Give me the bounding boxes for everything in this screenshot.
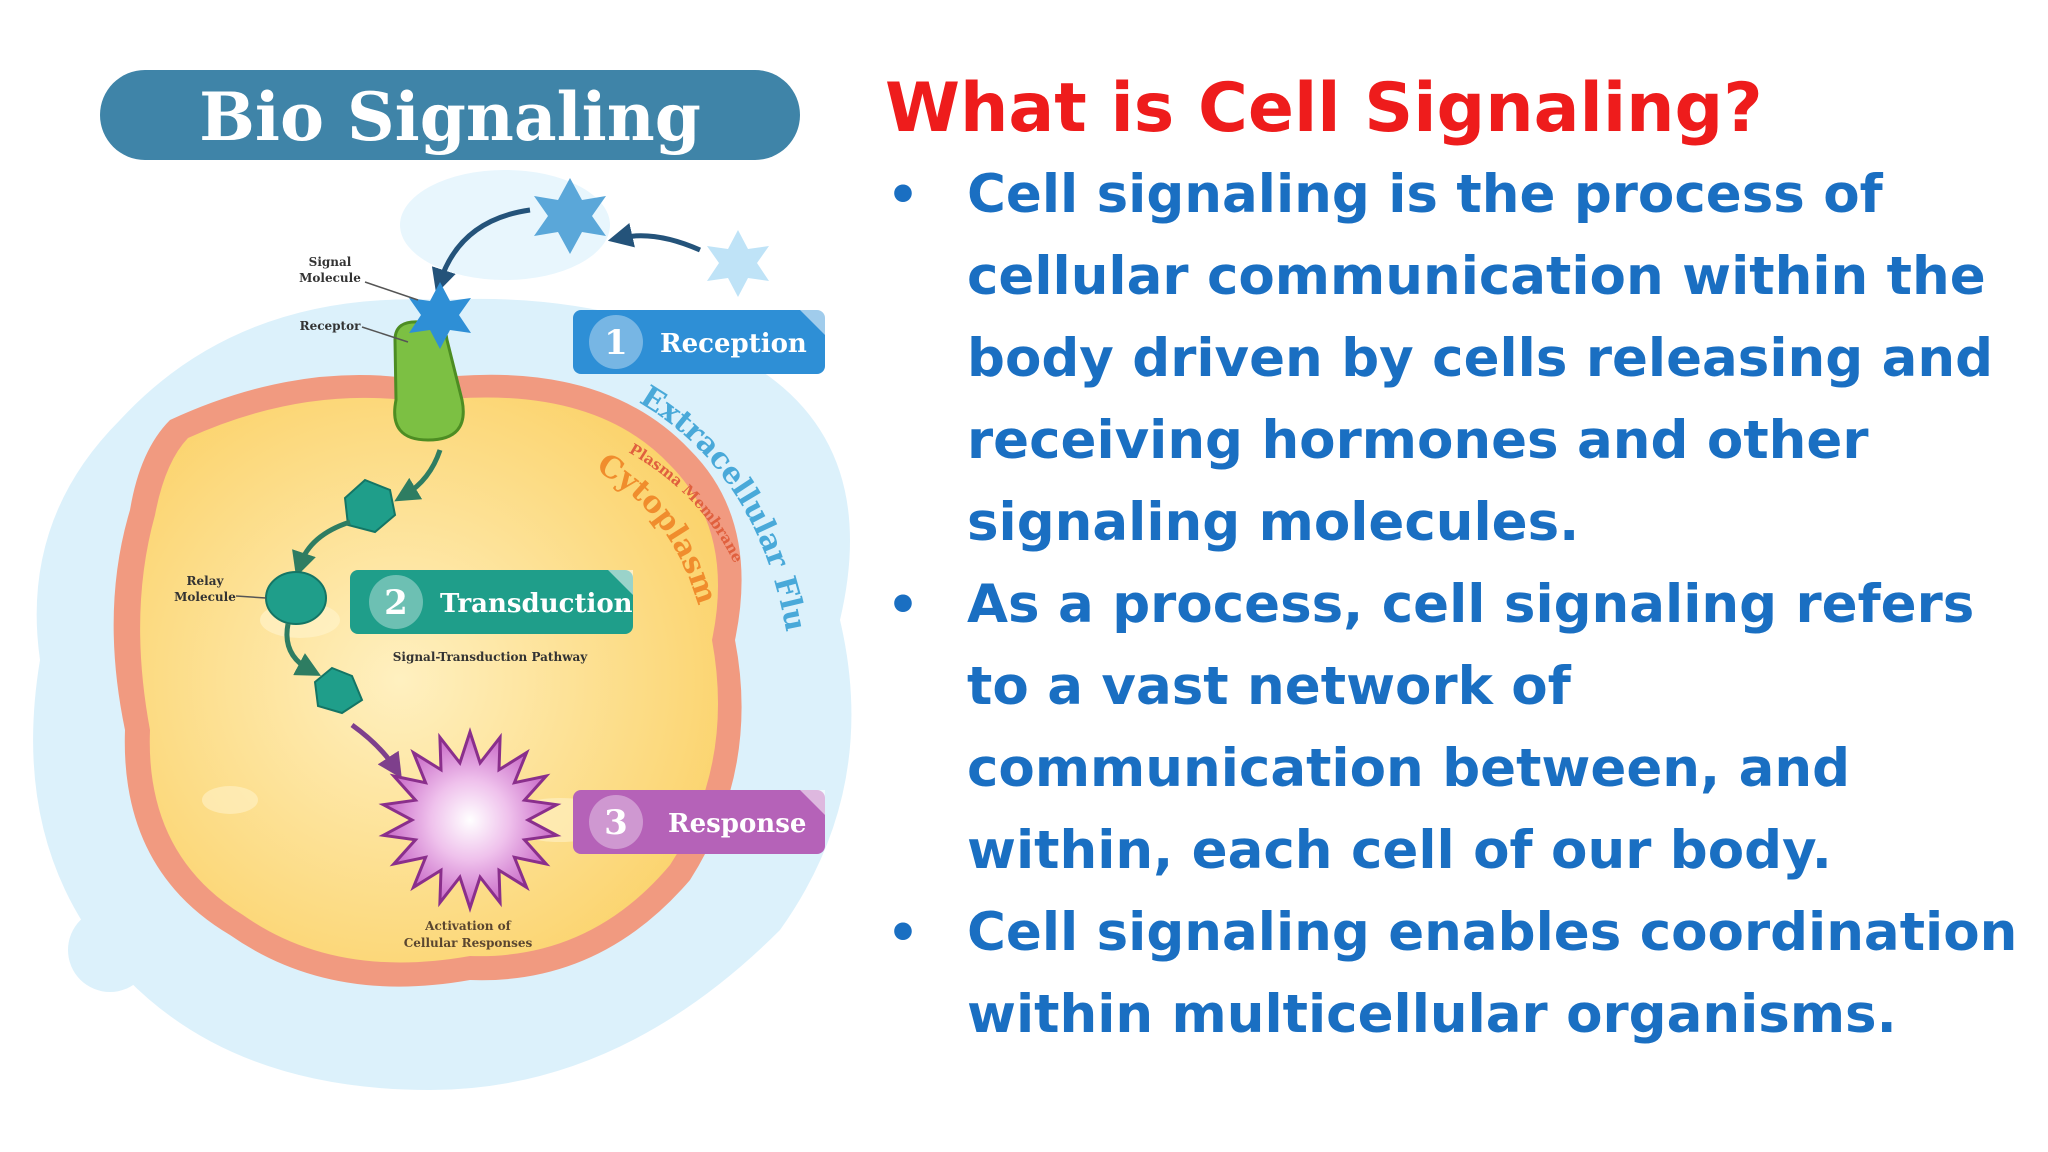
bullet-item: • Cell signaling enables coordination wi… [885,892,2035,1056]
signal-molecule-free-1 [534,178,606,254]
text-panel: What is Cell Signaling? • Cell signaling… [885,68,2035,1056]
transduction-arrow-3 [284,623,322,676]
bio-signaling-diagram: Bio Signaling Signal Molecule Receptor [0,0,852,1090]
bullet-text: Cell signaling enables coordination with… [967,902,2018,1045]
receptor-label: Receptor [300,319,361,333]
bullet-text: Cell signaling is the process of cellula… [967,164,1994,553]
stage-reception-label: Reception [660,329,807,359]
relay-molecule-pointer [235,595,267,599]
stage-response: 3 Response [573,790,825,854]
slide-title: What is Cell Signaling? [885,69,1763,148]
receptor-pointer [361,326,409,343]
signal-arrow-1 [607,223,702,253]
signal-molecule-bound [409,282,471,349]
stage-transduction-label: Transduction [440,589,633,619]
signal-molecule-label-line1: Signal [309,255,352,269]
transduction-arrow-1 [394,449,443,502]
title-banner: Bio Signaling [100,70,800,160]
banner-title: Bio Signaling [199,78,701,156]
pathway-label: Signal-Transduction Pathway [393,650,589,664]
relay-molecule-label-line2: Molecule [174,590,236,604]
activation-label-line2: Cellular Responses [404,936,533,950]
bullet-marker: • [887,904,919,962]
bullet-marker: • [887,166,919,224]
signal-molecule-label-line2: Molecule [299,271,361,285]
stage-response-label: Response [668,809,806,839]
relay-molecule-2 [265,571,327,625]
signal-molecule-free-2 [707,230,769,297]
bullet-item: • Cell signaling is the process of cellu… [885,154,2035,564]
bullet-item: • As a process, cell signaling refers to… [885,564,2035,892]
bullet-list: • Cell signaling is the process of cellu… [885,154,2035,1056]
relay-molecule-label-line1: Relay [187,574,225,588]
activation-label-line1: Activation of [424,919,511,933]
transduction-arrow-2 [292,519,351,577]
relay-molecule-1 [343,478,397,534]
stage-reception-number: 1 [604,323,628,363]
stage-reception: 1 Reception [573,310,825,374]
stage-response-number: 3 [604,803,628,843]
signal-arrow-2 [431,207,531,294]
receptor [393,320,465,442]
relay-molecule-3 [313,666,364,715]
stage-transduction-number: 2 [384,583,408,623]
stage-transduction: 2 Transduction [350,570,633,634]
bullet-text: As a process, cell signaling refers to a… [967,574,1975,881]
bullet-marker: • [887,576,919,634]
response-arrow [350,722,402,779]
cellular-response-burst [378,727,562,913]
signal-molecule-pointer [364,281,419,301]
